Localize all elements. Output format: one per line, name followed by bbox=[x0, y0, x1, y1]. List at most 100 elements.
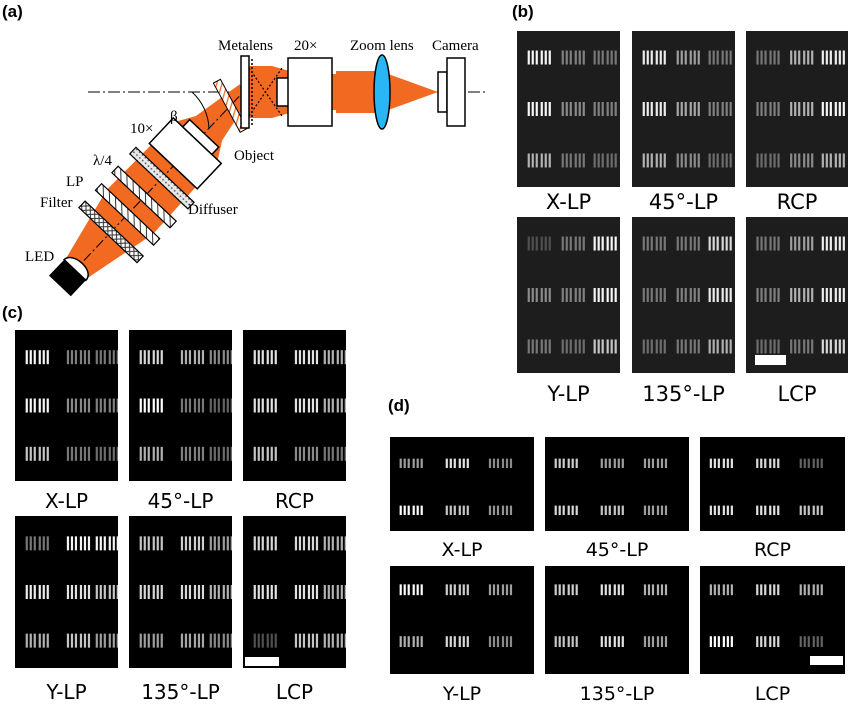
target-bar bbox=[156, 446, 159, 461]
target-bar bbox=[650, 236, 653, 251]
target-bar bbox=[270, 398, 273, 413]
target-bar bbox=[593, 288, 596, 302]
target-bar bbox=[139, 398, 142, 413]
target-bar bbox=[769, 102, 772, 116]
target-bar bbox=[725, 102, 728, 116]
target-bar bbox=[597, 288, 600, 302]
target-bar bbox=[582, 288, 585, 302]
target-bar bbox=[721, 288, 724, 302]
target-bar bbox=[79, 446, 83, 461]
target-bar bbox=[807, 102, 810, 116]
target-bar bbox=[642, 236, 645, 251]
target-bar bbox=[769, 236, 772, 251]
target-bar bbox=[712, 288, 715, 302]
target-bar bbox=[420, 458, 423, 469]
caption-d-y-lp: Y-LP bbox=[442, 683, 482, 705]
target-bar bbox=[327, 350, 330, 365]
target-bar bbox=[769, 153, 772, 168]
target-bar bbox=[834, 236, 837, 251]
target-bar bbox=[222, 446, 225, 461]
target-bar bbox=[180, 585, 184, 599]
target-bar bbox=[74, 585, 78, 599]
target-bar bbox=[66, 350, 70, 365]
image-c-lcp bbox=[243, 516, 346, 668]
target-bar bbox=[725, 236, 728, 251]
image-d-135-lp bbox=[545, 566, 689, 674]
target-bar bbox=[655, 50, 658, 65]
target-bar bbox=[807, 236, 810, 251]
target-bar bbox=[139, 536, 142, 551]
target-bar bbox=[315, 585, 319, 599]
target-bar bbox=[492, 505, 496, 516]
caption-b-rcp: RCP bbox=[776, 190, 818, 214]
target-bar bbox=[462, 636, 465, 647]
target-bar bbox=[257, 350, 260, 365]
target-bar bbox=[412, 505, 415, 516]
target-bar bbox=[257, 633, 260, 648]
target-bar bbox=[257, 585, 260, 599]
target-bar bbox=[336, 585, 339, 599]
target-bar bbox=[567, 505, 570, 516]
target-bar bbox=[139, 350, 142, 365]
target-bar bbox=[340, 446, 343, 461]
target-bar bbox=[799, 636, 802, 647]
target-bar bbox=[274, 350, 277, 365]
target-bar bbox=[217, 398, 220, 413]
target-bar bbox=[712, 236, 715, 251]
target-bar bbox=[712, 153, 715, 168]
target-bar bbox=[184, 585, 188, 599]
target-bar bbox=[708, 236, 711, 251]
target-bar bbox=[820, 636, 823, 647]
target-bar bbox=[407, 584, 410, 596]
resolution-target-pattern bbox=[554, 458, 668, 516]
target-bar bbox=[569, 153, 572, 168]
target-bar bbox=[597, 153, 600, 168]
target-bar bbox=[790, 102, 793, 116]
target-bar bbox=[29, 350, 32, 365]
resolution-target-pattern bbox=[139, 350, 232, 461]
target-bar bbox=[650, 288, 653, 302]
target-bar bbox=[647, 505, 651, 516]
target-bar bbox=[676, 50, 679, 65]
target-bar bbox=[838, 102, 841, 116]
target-bar bbox=[213, 585, 216, 599]
panel-label-c: (c) bbox=[2, 303, 23, 322]
target-bar bbox=[821, 288, 824, 302]
target-bar bbox=[344, 446, 346, 461]
target-bar bbox=[340, 350, 343, 365]
target-bar bbox=[323, 350, 326, 365]
target-bar bbox=[697, 288, 700, 302]
target-bar bbox=[466, 584, 469, 596]
target-bar bbox=[803, 636, 806, 647]
target-bar bbox=[794, 288, 797, 302]
target-bar bbox=[83, 585, 87, 599]
target-bar bbox=[226, 536, 229, 551]
target-bar bbox=[453, 584, 456, 596]
target-bar bbox=[803, 505, 806, 516]
target-bar bbox=[95, 536, 98, 551]
target-bar bbox=[540, 236, 543, 251]
diffuser-element bbox=[128, 146, 195, 210]
target-bar bbox=[412, 584, 415, 596]
target-bar bbox=[70, 585, 74, 599]
target-bar bbox=[217, 585, 220, 599]
target-bar bbox=[147, 585, 150, 599]
target-bar bbox=[821, 153, 824, 168]
target-bar bbox=[811, 50, 814, 65]
target-bar bbox=[257, 398, 260, 413]
target-bar bbox=[25, 536, 28, 551]
target-bar bbox=[693, 339, 696, 354]
resolution-target-pattern bbox=[253, 536, 346, 648]
target-bar bbox=[798, 153, 801, 168]
target-bar bbox=[449, 584, 452, 596]
target-bar bbox=[253, 585, 256, 599]
target-bar bbox=[266, 398, 269, 413]
target-bar bbox=[496, 505, 500, 516]
target-bar bbox=[327, 585, 330, 599]
target-bar bbox=[717, 505, 720, 516]
target-bar bbox=[647, 458, 651, 469]
target-bar bbox=[597, 102, 600, 116]
target-bar bbox=[327, 536, 330, 551]
target-bar bbox=[42, 536, 45, 551]
target-bar bbox=[684, 102, 687, 116]
